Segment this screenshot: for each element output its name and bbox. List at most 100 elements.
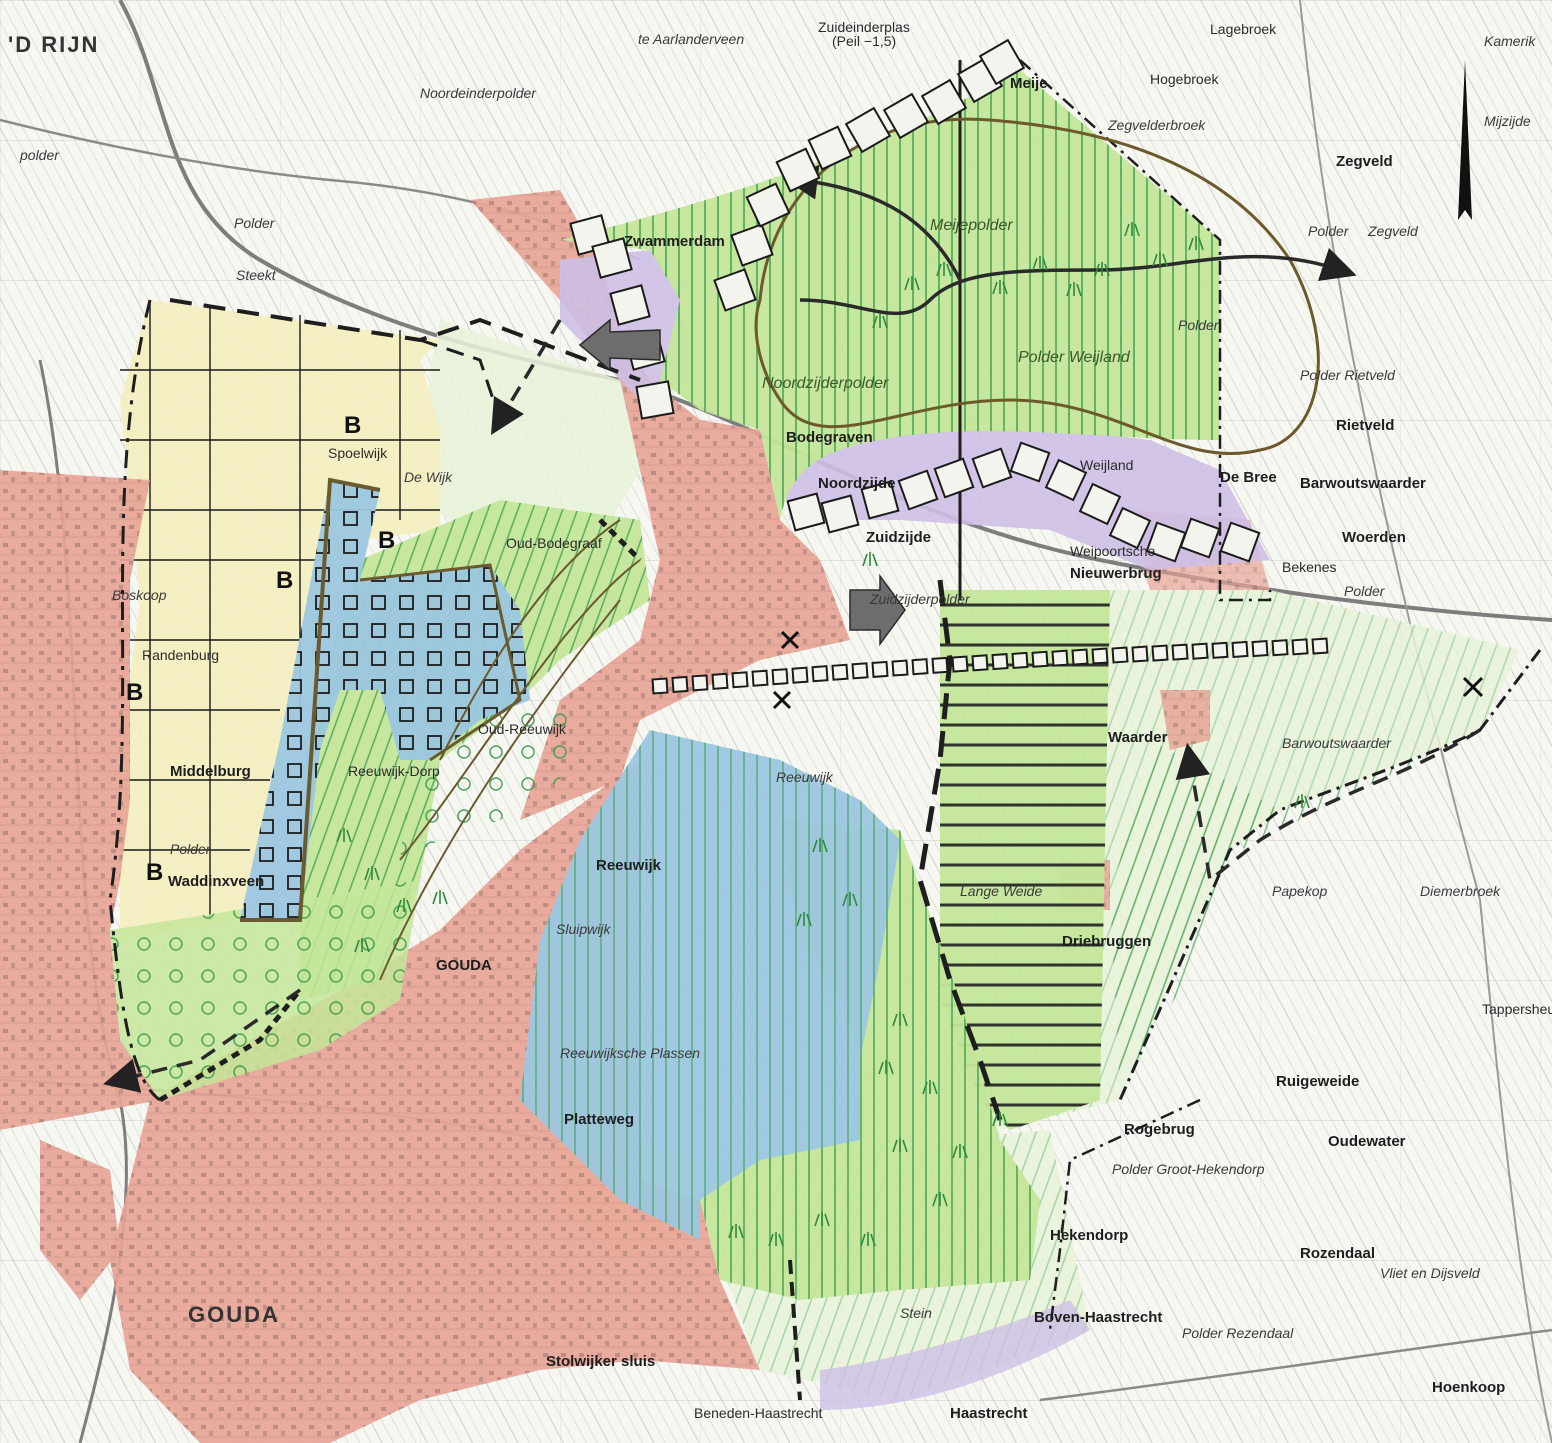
square-marker-icon: [775, 147, 821, 193]
square-marker-chains: [569, 38, 1329, 695]
place-label: Oud-Reeuwijk: [478, 721, 567, 737]
square-marker-icon: [860, 480, 900, 520]
place-label: Beneden-Haastrecht: [694, 1405, 823, 1421]
place-label: Steekt: [236, 267, 277, 283]
place-label: Lange Weide: [960, 883, 1042, 899]
place-label: te Aarlanderveen: [638, 31, 744, 47]
place-labels-south: Reeuwijk Reeuwijk Sluipwijk Reeuwijksche…: [188, 729, 1552, 1422]
north-arrow-icon: [1458, 60, 1472, 220]
place-label: Waarder: [1108, 729, 1168, 746]
square-marker-icon: [1111, 646, 1129, 664]
square-marker-icon: [1108, 506, 1152, 550]
place-label: Rogebrug: [1124, 1121, 1195, 1138]
place-label: Lagebroek: [1210, 21, 1277, 37]
square-marker-icon: [891, 659, 909, 677]
place-label: Weijland: [1080, 457, 1133, 473]
zone-letter: B: [276, 567, 293, 594]
place-label: Rietveld: [1336, 417, 1394, 434]
square-marker-icon: [1078, 482, 1122, 526]
place-label: Zegvelderbroek: [1107, 117, 1206, 133]
place-label: De Bree: [1220, 469, 1277, 486]
place-label: Meije: [1010, 75, 1048, 92]
square-marker-icon: [811, 665, 829, 683]
place-label: Nieuwerbrug: [1070, 565, 1162, 582]
square-marker-icon: [1131, 645, 1149, 663]
place-label: Papekop: [1272, 883, 1327, 899]
place-label: Polder: [1308, 223, 1350, 239]
place-label: Sluipwijk: [556, 921, 611, 937]
square-marker-icon: [1171, 643, 1189, 661]
zone-letter: B: [344, 412, 361, 439]
square-marker-icon: [971, 447, 1013, 489]
place-label: Reeuwijk: [596, 857, 662, 874]
place-label: Zuidzijde: [866, 529, 931, 546]
square-marker-icon: [1071, 648, 1089, 666]
square-marker-icon: [609, 284, 651, 326]
place-label: Polder: [1178, 317, 1220, 333]
square-marker-icon: [933, 457, 975, 499]
square-marker-icon: [1031, 650, 1049, 668]
square-marker-icon: [1151, 644, 1169, 662]
zone-letter: B: [126, 679, 143, 706]
place-label: Polder: [234, 215, 276, 231]
zone-letters: B B B B B: [126, 412, 395, 886]
place-labels-west: polder Polder Steekt Zwammerdam Spoelwij…: [19, 147, 725, 890]
place-label: Haastrecht: [950, 1405, 1028, 1422]
place-label: Boven-Haastrecht: [1034, 1309, 1162, 1326]
place-label: Zuideinderplas: [818, 19, 910, 35]
place-label: 'D RIJN: [8, 32, 99, 57]
place-label: Middelburg: [170, 763, 251, 780]
place-label: Polder Rietveld: [1300, 367, 1396, 383]
place-label: Stein: [900, 1305, 932, 1321]
place-label: Polder: [170, 841, 212, 857]
zone-letter: B: [146, 859, 163, 886]
square-marker-icon: [791, 666, 809, 684]
place-label: Boskoop: [112, 587, 167, 603]
place-label: Reeuwijk: [776, 769, 834, 785]
square-marker-icon: [831, 663, 849, 681]
place-label: Oud-Bodegraaf: [506, 535, 602, 551]
square-marker-icon: [730, 223, 774, 267]
square-marker-icon: [871, 660, 889, 678]
place-label: Tappersheul: [1482, 1001, 1552, 1017]
place-label: De Wijk: [404, 469, 453, 485]
place-label: Reeuwijksche Plassen: [560, 1045, 700, 1061]
place-label: Weipoortsche: [1070, 543, 1156, 559]
place-label: Reeuwijk-Dorp: [348, 763, 440, 779]
square-marker-icon: [1211, 641, 1229, 659]
cross-icon: [772, 630, 1484, 710]
place-label: (Peil −1,5): [832, 33, 896, 49]
place-label: Meijepolder: [930, 217, 1013, 234]
square-marker-icon: [820, 494, 860, 534]
flow-arrow-icon: [578, 318, 906, 647]
place-label: Kamerik: [1484, 33, 1536, 49]
square-marker-icon: [751, 669, 769, 687]
lake-water-areas: [240, 480, 900, 1240]
square-marker-icon: [651, 677, 669, 695]
place-label: Diemerbroek: [1420, 883, 1501, 899]
place-label: Polder Weijland: [1018, 349, 1131, 366]
place-label: Mijzijde: [1484, 113, 1531, 129]
place-label: Driebruggen: [1062, 933, 1151, 950]
square-marker-icon: [745, 182, 791, 228]
place-label: Stolwijker sluis: [546, 1353, 655, 1370]
square-marker-icon: [1009, 441, 1051, 483]
square-marker-icon: [1011, 651, 1029, 669]
place-label: Hogebroek: [1150, 71, 1219, 87]
place-label: Barwoutswaarder: [1282, 735, 1392, 751]
place-label: Zwammerdam: [624, 233, 725, 250]
square-marker-icon: [1179, 517, 1221, 559]
square-marker-icon: [1219, 521, 1261, 563]
place-label: Noordeinderpolder: [420, 85, 537, 101]
square-marker-icon: [1091, 647, 1109, 665]
square-marker-icon: [971, 654, 989, 672]
square-marker-icon: [991, 653, 1009, 671]
square-marker-icon: [1231, 640, 1249, 658]
square-marker-icon: [691, 674, 709, 692]
place-label: polder: [19, 147, 60, 163]
place-label: Polder: [1344, 583, 1386, 599]
square-marker-icon: [1044, 458, 1088, 502]
place-label: Hoenkoop: [1432, 1379, 1505, 1396]
place-label: Noordzijde: [818, 475, 896, 492]
place-label: Hekendorp: [1050, 1227, 1128, 1244]
